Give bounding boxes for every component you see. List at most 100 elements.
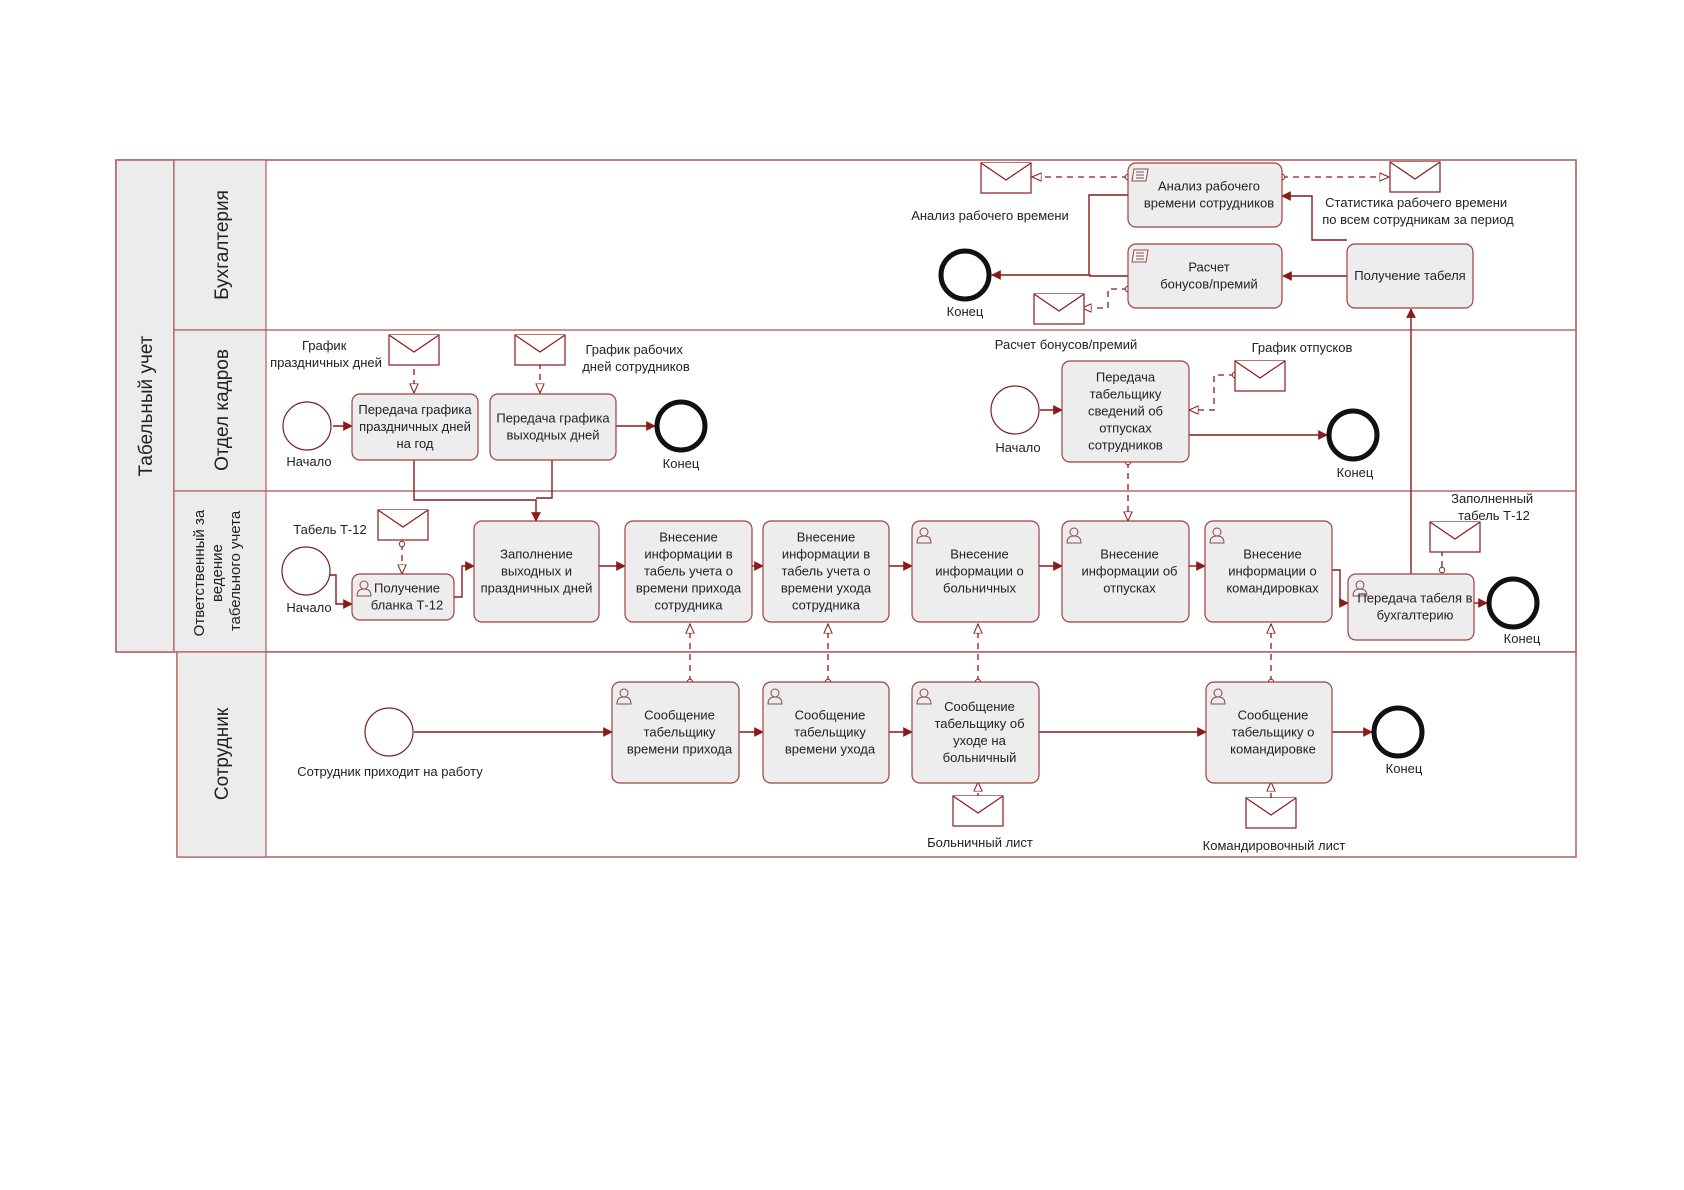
end-event-accounting: [938, 248, 992, 302]
task-label-line: информации об: [1081, 564, 1177, 579]
task-label-line: бланка Т-12: [371, 598, 443, 613]
start-event-timekeeper: [281, 546, 331, 596]
task-label-line: Внесение: [950, 547, 1008, 562]
task-box: [911, 681, 1040, 784]
label-start-timekeeper: Начало: [286, 600, 331, 615]
task-label-line: табельщику о: [1232, 725, 1315, 740]
end-event-hr1: [654, 399, 708, 453]
task-label-line: бухгалтерию: [1377, 608, 1454, 623]
task-label-line: табельщику: [1090, 387, 1162, 402]
task-box: [1127, 243, 1283, 309]
task-label-line: выходных дней: [506, 428, 599, 443]
task-label-line: отпусках: [1103, 581, 1156, 596]
label-end-accounting: Конец: [947, 304, 984, 319]
user-task-icon: [616, 688, 632, 705]
envelope-icon: [1389, 161, 1441, 193]
task-box: [1205, 681, 1333, 784]
label-msg-bonus: Расчет бонусов/премий: [995, 337, 1138, 352]
end-event-employee: [1371, 705, 1425, 759]
task-label-line: Сообщение: [644, 708, 715, 723]
task-box: [911, 520, 1040, 623]
label-msg-filled-1: Заполненный: [1451, 491, 1533, 506]
task-label-line: Передача графика: [496, 411, 610, 426]
task-label-line: Внесение: [659, 530, 717, 545]
user-task-icon: [356, 580, 372, 597]
task-box: [1127, 162, 1283, 228]
pool-title: Табельный учет: [136, 335, 157, 476]
label-msg-vacations: График отпусков: [1252, 340, 1353, 355]
user-task-icon: [767, 688, 783, 705]
task-label: Передача графика выходных дней: [496, 411, 610, 443]
label-msg-sick: Больничный лист: [927, 835, 1033, 850]
user-task-icon: [1209, 527, 1225, 544]
user-task-icon: [1352, 580, 1368, 597]
label-msg-stats-2: по всем сотрудникам за период: [1322, 212, 1514, 227]
task-label-line: табель учета о: [781, 564, 870, 579]
sequence-flows: [328, 191, 1488, 737]
task-label-line: на год: [396, 436, 433, 451]
task-label-line: времени прихода: [636, 581, 742, 596]
task-label-line: сведений об: [1088, 404, 1163, 419]
task-box: [1347, 573, 1475, 641]
label-msg-workdays: График рабочих дней сотрудников: [582, 342, 690, 374]
label-msg-filled-2: табель Т-12: [1458, 508, 1530, 523]
envelope-icon: [377, 509, 429, 541]
task-label-line: времени ухода: [781, 581, 872, 596]
task-label-line: командировках: [1226, 581, 1319, 596]
end-event-timekeeper: [1486, 576, 1540, 630]
task-box: [762, 520, 890, 623]
label-msg-holidays-1: График: [302, 338, 347, 353]
task-label-line: информации в: [644, 547, 732, 562]
envelope-icon: [1245, 797, 1297, 829]
label-msg-holidays: График праздничных дней: [270, 338, 382, 370]
start-event-hr1: [282, 401, 332, 451]
task-label-line: информации о: [935, 564, 1024, 579]
label-msg-workdays-1: График рабочих: [585, 342, 683, 357]
task-label-line: Анализ рабочего: [1158, 179, 1260, 194]
task-label-line: информации в: [782, 547, 870, 562]
label-msg-trip: Командировочный лист: [1203, 838, 1346, 853]
user-task-icon: [1066, 527, 1082, 544]
task-box: [611, 681, 740, 784]
task-label-line: Расчет: [1188, 260, 1229, 275]
label-end-hr2: Конец: [1337, 465, 1374, 480]
lane-hr: Отдел кадров: [173, 329, 1577, 492]
task-weekends: Передача графика выходных дней: [489, 393, 617, 461]
task-label-line: Сообщение: [944, 699, 1015, 714]
events: [281, 248, 1540, 759]
task-receive-tabel: Получение табеля: [1346, 243, 1474, 309]
task-label-line: бонусов/премий: [1160, 277, 1258, 292]
task-box: [624, 520, 753, 623]
lane-accounting: Бухгалтерия: [173, 159, 1577, 331]
label-end-employee: Конец: [1386, 761, 1423, 776]
task-box: [351, 393, 479, 461]
task-label-line: Заполнение: [500, 547, 573, 562]
pool-header: [115, 159, 175, 653]
task-label-line: больничный: [943, 750, 1017, 765]
task-label-line: Сообщение: [1238, 708, 1309, 723]
script-task-icon: [1131, 168, 1149, 182]
task-label-line: сотрудника: [655, 598, 724, 613]
task-label-line: Передача графика: [358, 402, 472, 417]
label-start-hr1: Начало: [286, 454, 331, 469]
